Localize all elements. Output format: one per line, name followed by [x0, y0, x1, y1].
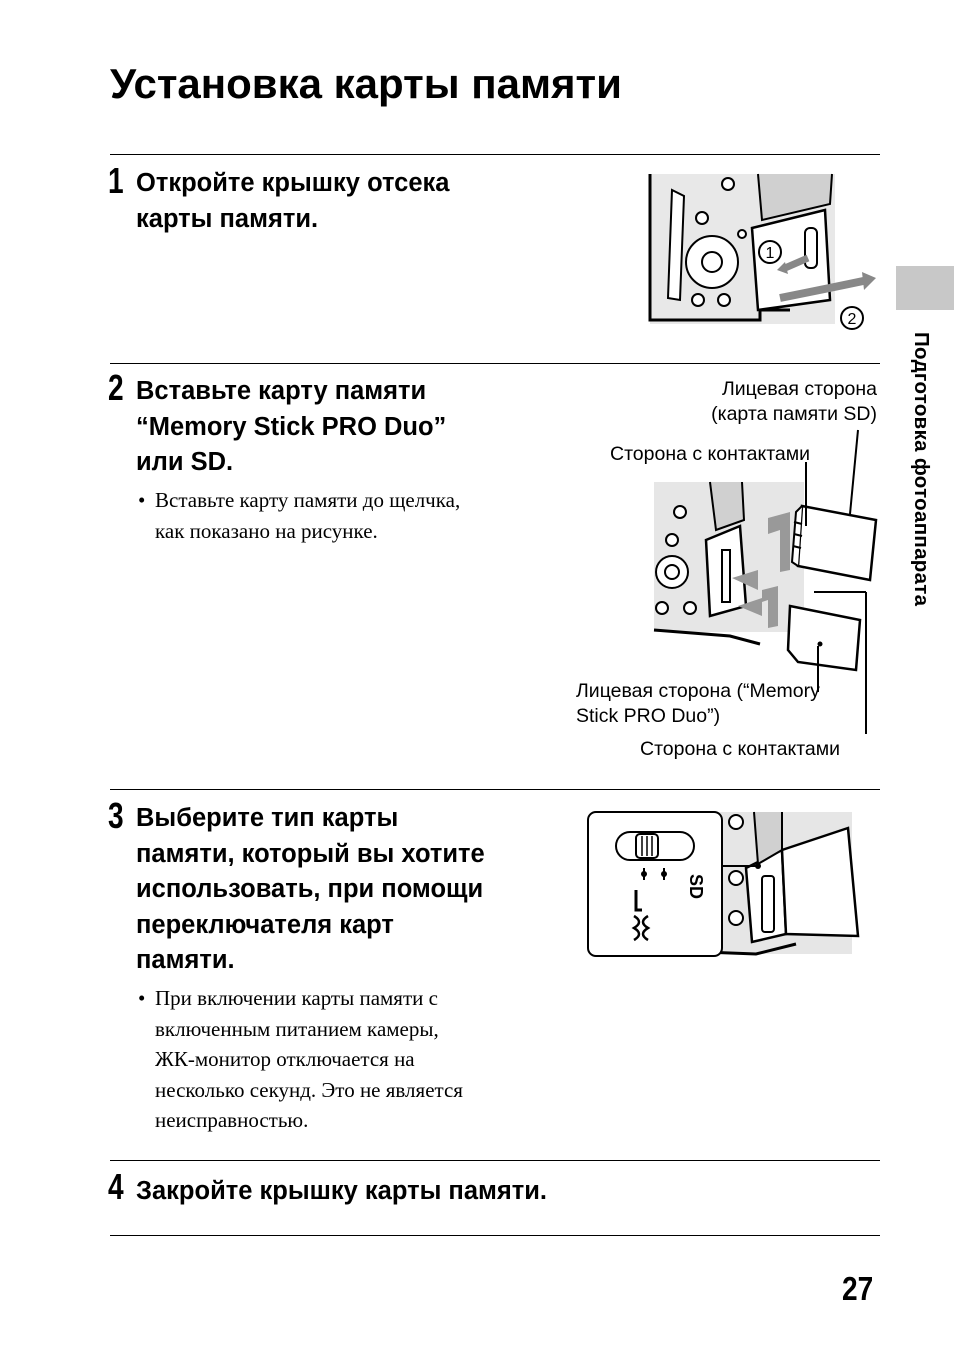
section-divider — [110, 154, 880, 155]
step-heading-line: памяти, который вы хотите — [136, 839, 485, 868]
callout-one: 1 — [766, 245, 775, 262]
step-number: 1 — [108, 160, 124, 201]
step-note-line: При включении карты памяти с — [155, 986, 438, 1010]
side-tab-marker — [896, 266, 954, 310]
step-number: 3 — [108, 795, 124, 836]
step-number: 2 — [108, 367, 124, 408]
section-divider — [110, 789, 880, 790]
card-switch-illustration: SD — [587, 811, 860, 957]
side-tab-label: Подготовка фотоаппарата — [910, 332, 933, 607]
sd-contacts-label: Сторона с контактами — [610, 443, 811, 465]
step-heading-line: Вставьте карту памяти — [136, 377, 427, 405]
sd-face-label-line: (карта памяти SD) — [711, 403, 877, 425]
step-heading: Откройте крышку отсека карты памяти. — [136, 166, 449, 237]
step-heading: Вставьте карту памяти “Memory Stick PRO … — [136, 374, 446, 481]
step-note: • При включении карты памяти с включенны… — [138, 983, 463, 1136]
step-heading: Закройте крышку карты памяти. — [136, 1174, 547, 1210]
step-heading-line: Закройте крышку карты памяти. — [136, 1177, 548, 1205]
step-heading: Выберите тип карты памяти, который вы хо… — [136, 801, 485, 979]
step-heading-line: карты памяти. — [136, 204, 319, 233]
step-note-line: ЖК-монитор отключается на — [155, 1047, 415, 1071]
step-heading-line: использовать, при помощи — [136, 875, 484, 903]
step-note-line: несколько секунд. Это не является — [155, 1077, 463, 1102]
page-title: Установка карты памяти — [110, 60, 622, 107]
step-heading-line: переключателя карт — [136, 910, 394, 939]
step-note-line: как показано на рисунке. — [155, 518, 378, 543]
sd-face-label: Лицевая сторона (карта памяти SD) — [711, 377, 877, 427]
camera-open-cover-illustration: 1 2 — [648, 173, 876, 330]
section-divider — [110, 1160, 880, 1161]
ms-face-label-line: Stick PRO Duo”) — [576, 705, 721, 727]
ms-contacts-label: Сторона с контактами — [640, 738, 841, 760]
callout-two: 2 — [848, 311, 857, 328]
card-insertion-illustration — [653, 429, 878, 734]
page-number: 27 — [842, 1270, 874, 1307]
step-number: 4 — [108, 1166, 124, 1207]
ms-face-label-line: Лицевая сторона (“Memory — [576, 680, 820, 702]
step-heading-line: Выберите тип карты — [136, 804, 399, 832]
section-divider — [110, 363, 880, 364]
step-note-line: неисправностью. — [155, 1108, 309, 1132]
step-note-line: Вставьте карту памяти до щелчка, — [155, 488, 461, 512]
step-note: • Вставьте карту памяти до щелчка, как п… — [138, 485, 460, 546]
step-heading-line: или SD. — [136, 448, 234, 476]
step-heading-line: “Memory Stick PRO Duo” — [136, 412, 447, 441]
step-heading-line: Откройте крышку отсека — [136, 169, 450, 197]
ms-face-label: Лицевая сторона (“Memory Stick PRO Duo”) — [576, 679, 820, 729]
step-note-line: включенным питанием камеры, — [155, 1016, 439, 1041]
step-heading-line: памяти. — [136, 946, 235, 974]
section-divider — [110, 1235, 880, 1236]
sd-switch-label: SD — [686, 874, 706, 899]
sd-face-label-line: Лицевая сторона — [721, 378, 877, 400]
